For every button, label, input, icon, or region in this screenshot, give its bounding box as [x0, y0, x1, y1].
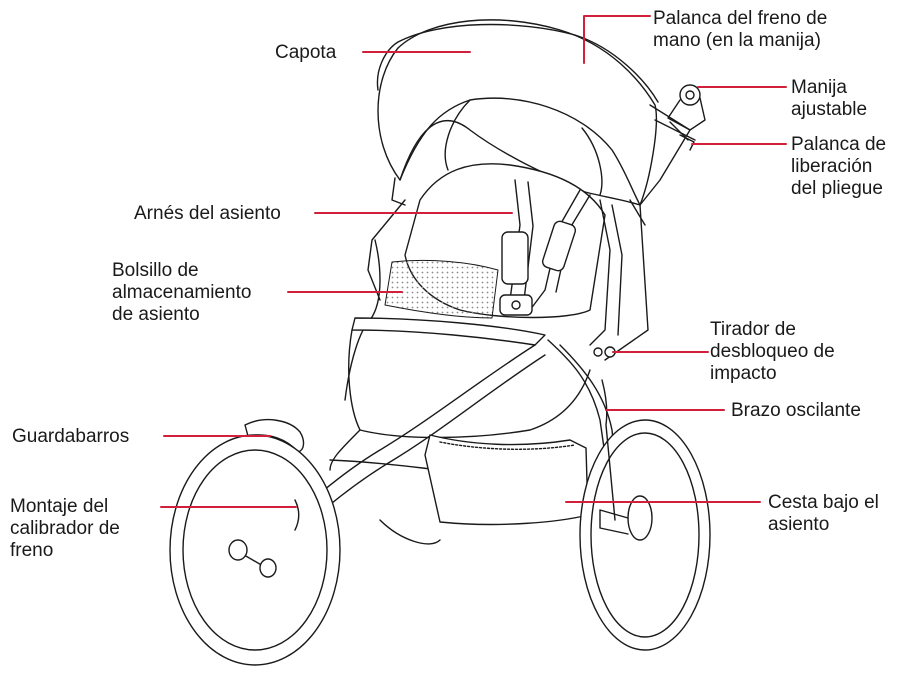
label-palanca-liberacion-pliegue: Palanca de liberación del pliegue [791, 134, 887, 199]
label-montaje-calibrador: Montaje del calibrador de freno [10, 496, 120, 561]
label-guardabarros: Guardabarros [12, 426, 130, 447]
label-arnes-asiento: Arnés del asiento [134, 203, 281, 224]
label-manija-ajustable: Manija ajustable [791, 77, 868, 120]
front-wheel [169, 434, 341, 666]
label-tirador-desbloqueo: Tirador de desbloqueo de impacto [710, 319, 835, 384]
leader-freno-mano [583, 15, 651, 64]
label-palanca-freno-mano: Palanca del freno de mano (en la manija) [653, 8, 828, 51]
label-cesta-bajo-asiento: Cesta bajo el asiento [768, 492, 879, 535]
seat-harness [499, 179, 591, 316]
frame [239, 104, 696, 576]
adjustable-handlebar [667, 84, 706, 141]
leader-lines [160, 15, 787, 508]
label-capota: Capota [275, 42, 337, 63]
swing-arm [601, 379, 616, 521]
label-bolsillo-almacenamiento: Bolsillo de almacenamiento de asiento [112, 260, 252, 325]
brake-caliper-mount [294, 499, 300, 531]
under-seat-basket [379, 434, 589, 545]
seat-storage-pocket [384, 259, 499, 319]
label-brazo-oscilante: Brazo oscilante [731, 400, 861, 421]
impact-release-knob [593, 346, 616, 358]
front-fender [244, 418, 305, 453]
fold-release-lever [679, 134, 695, 151]
rear-wheel [579, 419, 711, 651]
